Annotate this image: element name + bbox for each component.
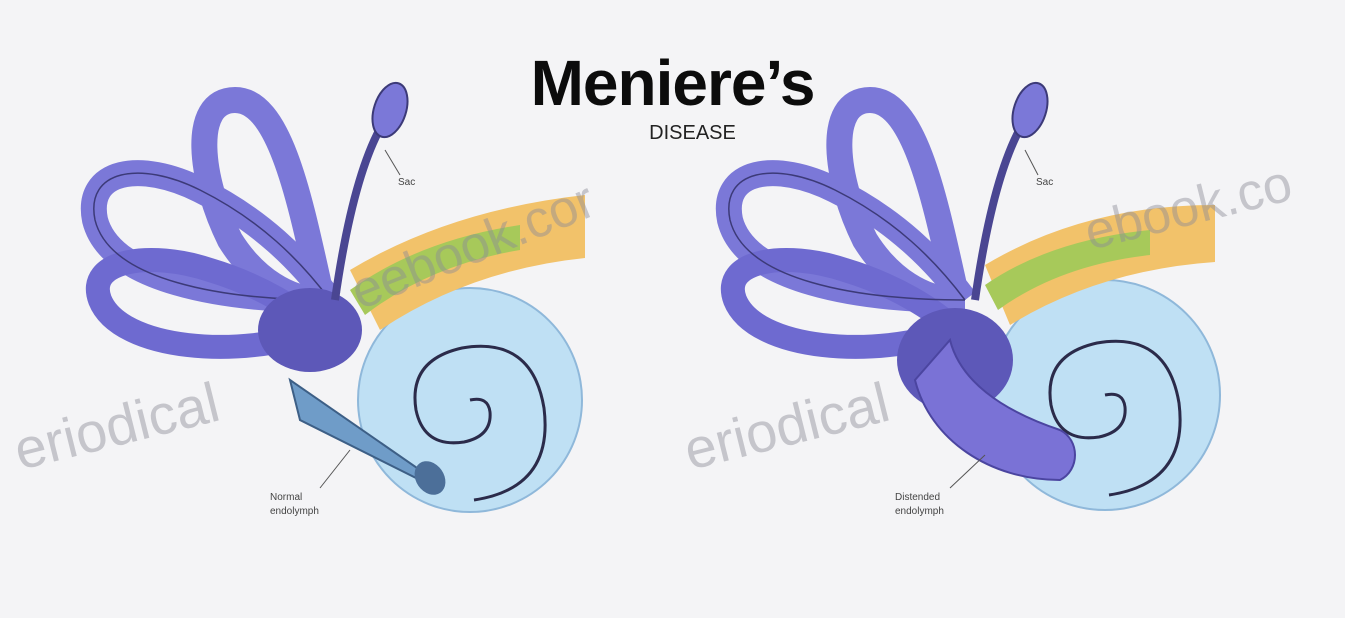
page-subtitle: DISEASE xyxy=(0,122,1345,145)
left-bottom-label-2: endolymph xyxy=(270,506,319,517)
right-bottom-label-1: Distended xyxy=(895,492,940,503)
left-vestibule xyxy=(258,288,362,372)
left-sac-leader xyxy=(385,150,400,175)
right-bottom-leader xyxy=(950,455,985,488)
right-sac-leader xyxy=(1025,150,1038,175)
watermark-right-lower: eriodical xyxy=(678,370,896,482)
right-sac-label: Sac xyxy=(1036,177,1053,188)
left-sac-label: Sac xyxy=(398,177,415,188)
page-title: Meniere’s xyxy=(0,46,1345,120)
right-bottom-label-2: endolymph xyxy=(895,506,944,517)
watermark-left-lower: eriodical xyxy=(8,370,226,482)
left-bottom-label-1: Normal xyxy=(270,492,302,503)
left-bottom-leader xyxy=(320,450,350,488)
